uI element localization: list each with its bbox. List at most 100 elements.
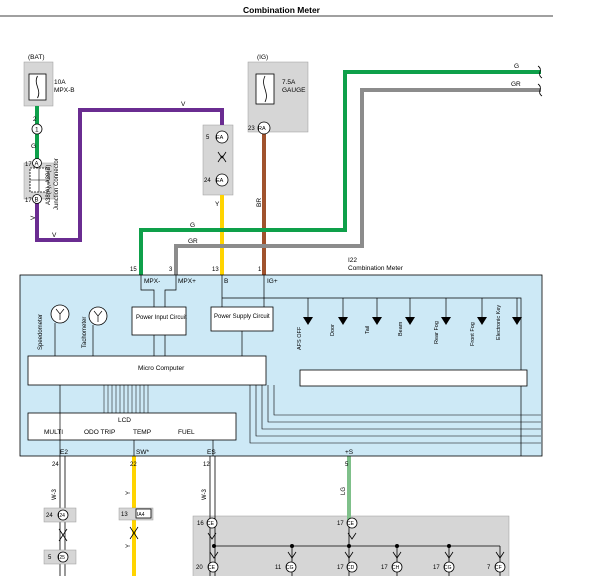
connector-cg-11-pin: 11 bbox=[275, 565, 282, 571]
connector-cf-7-label: CF bbox=[495, 565, 502, 571]
wire-label-y-bottom2: Y bbox=[126, 544, 132, 548]
wire-label-y: Y bbox=[215, 201, 220, 208]
wire-label-g-mid: G bbox=[190, 222, 195, 229]
wire-green-mpx-minus bbox=[139, 70, 541, 275]
meter-pin-12: 12 bbox=[203, 462, 210, 468]
ig-fuse-rating: 7.5A bbox=[282, 79, 296, 86]
connector-ea-bottom bbox=[215, 173, 229, 187]
connector-ia4 bbox=[135, 508, 152, 519]
junction-pin-a: A bbox=[35, 162, 39, 168]
meter-pin-24: 24 bbox=[52, 462, 59, 468]
connector-ea-bottom-pin: 24 bbox=[204, 178, 211, 184]
connector-i25 bbox=[57, 551, 69, 563]
ig-fuse-name: GAUGE bbox=[282, 87, 306, 94]
meter-pin-5: 5 bbox=[345, 462, 349, 468]
meter-pin-b: B bbox=[224, 278, 228, 285]
wire-label-y-bottom: Y bbox=[126, 491, 132, 495]
meter-pin-ig-plus: IG+ bbox=[267, 278, 278, 285]
indicator-electronic-key: Electronic Key bbox=[496, 305, 502, 340]
micro-computer-label: Micro Computer bbox=[138, 365, 185, 372]
meter-id: I22 bbox=[348, 257, 357, 264]
wire-label-v-vert: V bbox=[30, 215, 37, 220]
lcd-item-odo-trip: ODO TRIP bbox=[84, 429, 115, 436]
meter-pin-mpx-minus: MPX- bbox=[144, 278, 160, 285]
indicator-door: Door bbox=[330, 324, 336, 336]
connector-ea-top-label: EA bbox=[216, 135, 224, 141]
connector-ce-17-pin: 17 bbox=[337, 521, 344, 527]
power-supply-circuit bbox=[210, 306, 274, 332]
wire-label-g-in: G bbox=[514, 63, 519, 70]
splice-cg2 bbox=[447, 544, 451, 548]
meter-pin-1: 1 bbox=[258, 267, 262, 273]
lcd-item-multi: MULTI bbox=[44, 429, 63, 436]
lcd-label: LCD bbox=[118, 417, 131, 424]
wire-gray-mpx-plus bbox=[174, 88, 541, 275]
wire-violet bbox=[35, 108, 224, 242]
junction-pin-b: B bbox=[35, 198, 39, 204]
ig-fuse-element bbox=[263, 75, 267, 103]
meter-pin-22: 22 bbox=[130, 462, 137, 468]
meter-pin-e2: E2 bbox=[60, 449, 68, 456]
indicator-beam: Beam bbox=[398, 321, 404, 336]
indicator-bus-box bbox=[299, 369, 528, 387]
junction-pin-2: 2 bbox=[33, 117, 37, 123]
indicator-rear-fog: Rear Fog bbox=[434, 321, 440, 344]
connector-ja bbox=[32, 158, 42, 168]
connector-ra-label: RA bbox=[258, 126, 266, 132]
bat-fuse-rating: 10A bbox=[54, 79, 66, 86]
connector-ce-16 bbox=[206, 517, 218, 529]
connector-cg-17-label: CG bbox=[444, 565, 452, 571]
connector-cg-17 bbox=[443, 561, 455, 573]
lcd-data-lines bbox=[103, 385, 149, 413]
connector-ce-20 bbox=[207, 561, 219, 573]
indicator-leds bbox=[307, 298, 518, 317]
connector-j1-label: 1 bbox=[35, 127, 39, 134]
bat-label: (BAT) bbox=[28, 54, 45, 61]
indicator-front-fog: Front Fog bbox=[470, 322, 476, 346]
wire-break-gr bbox=[537, 83, 543, 97]
connector-ea-top-pin: 5 bbox=[206, 135, 210, 141]
meter-pin-plus-s: +S bbox=[345, 449, 354, 456]
tachometer-needle bbox=[93, 310, 103, 322]
wire-label-gr-in: GR bbox=[511, 81, 521, 88]
junction-pin-17a: 17 bbox=[25, 162, 32, 168]
connector-cg-11-label: CG bbox=[286, 565, 294, 571]
indicator-afs-off: AFS OFF bbox=[297, 326, 303, 350]
connector-ce-17-label: CE bbox=[347, 521, 355, 527]
connector-cd-17-pin: 17 bbox=[337, 565, 344, 571]
connector-ch-17-pin: 17 bbox=[381, 565, 388, 571]
junction-pin-17b: 17 bbox=[25, 198, 32, 204]
wire-label-lg: LG bbox=[341, 487, 347, 495]
bat-fuse-element bbox=[35, 75, 40, 99]
meter-pin-15: 15 bbox=[130, 267, 137, 273]
connector-ch-17-label: CH bbox=[392, 565, 400, 571]
connector-ce-17-chevron bbox=[347, 532, 357, 540]
connector-jb bbox=[32, 194, 42, 204]
connector-cd-17 bbox=[346, 561, 358, 573]
connector-ra bbox=[257, 121, 271, 135]
splice-ch bbox=[395, 544, 399, 548]
connector-ce-20-pin: 20 bbox=[196, 565, 203, 571]
splice-center bbox=[347, 544, 351, 548]
wire-label-w3-es: W-3 bbox=[202, 488, 208, 500]
wire-label-br: BR bbox=[256, 198, 263, 207]
connector-ea-top bbox=[215, 130, 229, 144]
splice-left bbox=[212, 544, 216, 548]
connector-cf-7 bbox=[494, 561, 506, 573]
meter-pin-sw: SW* bbox=[136, 449, 149, 456]
connector-ea-chevron bbox=[217, 151, 227, 163]
meter-pin-es: ES bbox=[207, 449, 216, 456]
micro-bus-lines bbox=[249, 385, 541, 444]
meter-pin-3: 3 bbox=[169, 267, 173, 273]
tachometer-label: Tachometer bbox=[82, 317, 88, 348]
connector-cd-17-label: CD bbox=[347, 565, 355, 571]
connector-j1 bbox=[31, 123, 43, 135]
bat-fuse-name: MPX-B bbox=[54, 87, 75, 94]
connector-i24-pin: 24 bbox=[46, 513, 53, 519]
lcd-display bbox=[27, 412, 237, 441]
splice-cg bbox=[290, 544, 294, 548]
power-input-circuit-label: Power Input Circuit bbox=[136, 315, 187, 321]
wire-break-g bbox=[537, 65, 543, 79]
connector-i24-label: I24 bbox=[58, 513, 65, 519]
speedometer-needle bbox=[55, 308, 65, 320]
